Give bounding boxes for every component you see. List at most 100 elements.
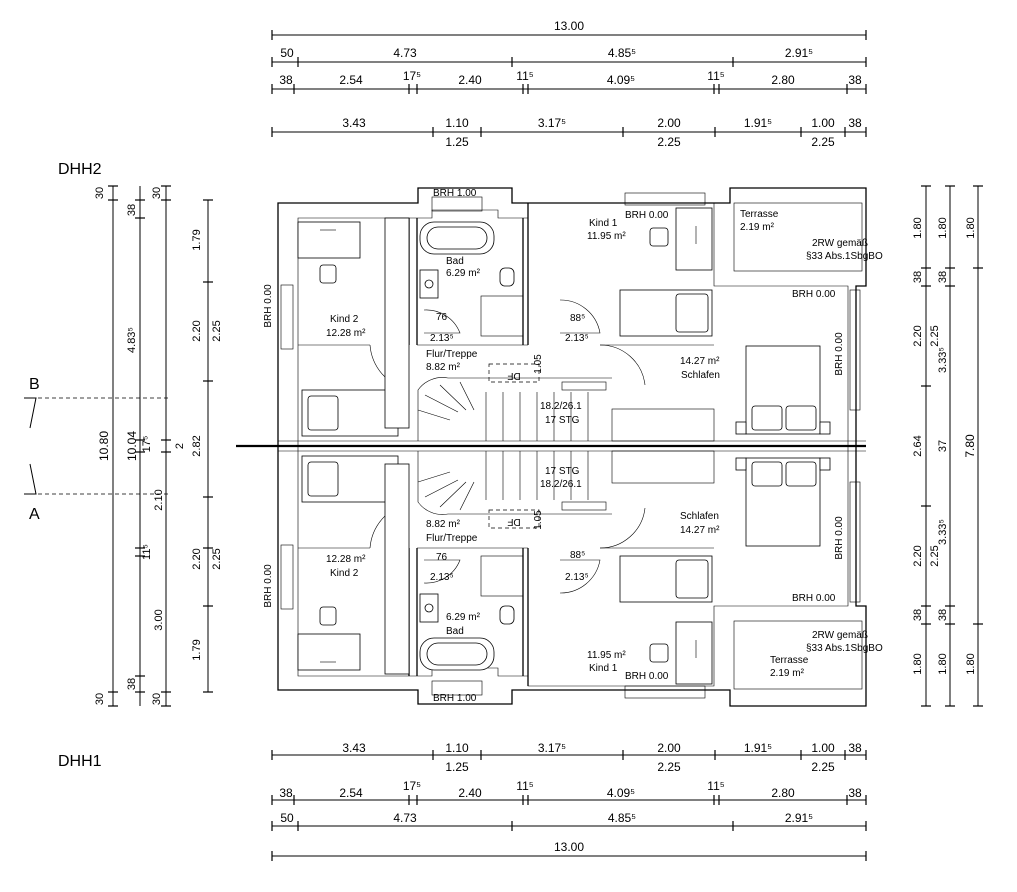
left-c3-1: 2 xyxy=(174,443,186,449)
top-r4u-1: 2.25 xyxy=(657,135,681,149)
kind1-top-area: 11.95 m² xyxy=(587,231,626,242)
top-r4-1: 1.10 xyxy=(445,116,469,130)
right-c2-3: 2.25 xyxy=(929,545,941,566)
right-c2-1: 38 xyxy=(937,271,949,283)
bot-r3-1: 4.73 xyxy=(393,811,417,825)
left-c2-1: 4.83⁵ xyxy=(126,327,138,353)
left-c2-2: 17⁵ xyxy=(141,436,153,453)
kind2-top-area: 12.28 m² xyxy=(326,328,366,339)
stairs-top-ratio: 18.2/26.1 xyxy=(540,401,582,412)
right-c2-0: 1.80 xyxy=(937,217,949,238)
left-c2-3: 11⁵ xyxy=(141,544,153,560)
right-c4-0: 1.80 xyxy=(965,217,977,238)
top-r3-6: 11⁵ xyxy=(707,69,724,83)
right-c3-1: 37 xyxy=(937,440,949,452)
top-r3-2: 17⁵ xyxy=(403,69,421,83)
top-r2-2: 4.85⁵ xyxy=(608,46,636,60)
top-r4u-0: 1.25 xyxy=(445,135,469,149)
bottom-dimensions: 3.43 1.10 3.17⁵ 2.00 1.91⁵ 1.00 38 1.25 … xyxy=(271,741,867,861)
top-r3-0: 38 xyxy=(279,73,293,87)
bot-r2-3: 2.40 xyxy=(458,786,482,800)
right-c1-5: 38 xyxy=(912,609,924,621)
section-b-arrow xyxy=(24,397,37,429)
brh-bot-kind2: BRH 0.00 xyxy=(263,564,274,608)
left-dimensions: DHH2 DHH1 30 10.80 30 38 4.83⁵ 10.04 17⁵… xyxy=(24,161,223,770)
top-r3-4: 11⁵ xyxy=(516,69,533,83)
stairs-bottom xyxy=(417,451,612,529)
left-c2-4: 3.00 xyxy=(153,609,165,630)
bot-r1u-2: 2.25 xyxy=(811,760,835,774)
flur-bot-area: 8.82 m² xyxy=(426,519,461,530)
bot-r1-6: 38 xyxy=(848,741,862,755)
left-c4-4: 2.20 xyxy=(191,548,203,569)
left-c4-3: 2.10 xyxy=(153,489,165,510)
stairs-bot-count: 17 STG xyxy=(545,466,580,477)
bot-r3-0: 50 xyxy=(280,811,294,825)
chair-icon xyxy=(649,643,669,663)
top-r3-7: 2.80 xyxy=(771,73,795,87)
left-c4-5: 1.79 xyxy=(191,639,203,660)
bot-r2-4: 11⁵ xyxy=(516,779,533,793)
left-c1-1: 30 xyxy=(94,693,106,705)
bad-top-name: Bad xyxy=(446,256,464,267)
door-height-top-left: 2.13⁵ xyxy=(430,333,454,344)
flur-top-area: 8.82 m² xyxy=(426,362,461,373)
left-c4-2: 2.82 xyxy=(191,435,203,456)
bot-r2-6: 11⁵ xyxy=(707,779,724,793)
right-c1-2: 2.20 xyxy=(912,325,924,346)
toilet-icon xyxy=(499,605,515,625)
bot-r2-8: 38 xyxy=(848,786,862,800)
brh-bot-kind1: BRH 0.00 xyxy=(625,671,669,682)
bot-r1-1: 1.10 xyxy=(445,741,469,755)
terrasse-bot-name: Terrasse xyxy=(770,655,809,666)
left-mid: 10.04 xyxy=(125,431,139,461)
right-c4-1: 1.80 xyxy=(965,653,977,674)
left-c3-0: 30 xyxy=(151,187,163,199)
bot-r1-5: 1.00 xyxy=(811,741,835,755)
furniture xyxy=(297,207,831,685)
right-c3-0: 3.33⁵ xyxy=(937,347,949,373)
top-overall-dim: 13.00 xyxy=(554,19,584,33)
room-labels: Kind 2 12.28 m² Bad 6.29 m² Kind 1 11.95… xyxy=(326,209,883,679)
right-dimensions: 1.80 38 2.20 2.64 2.20 38 1.80 1.80 38 2… xyxy=(912,185,983,707)
bot-r2-1: 2.54 xyxy=(339,786,363,800)
top-r2-0: 50 xyxy=(280,46,294,60)
door-height-bot-left: 2.13⁵ xyxy=(430,572,454,583)
dhh2-label: DHH2 xyxy=(58,161,102,178)
schlafen-top-area: 14.27 m² xyxy=(680,356,720,367)
left-c2-5: 38 xyxy=(126,678,138,690)
bot-r1-0: 3.43 xyxy=(342,741,366,755)
top-dimensions: 13.00 50 4.73 4.85⁵ 2.91⁵ 38 2.54 17⁵ 2.… xyxy=(271,19,867,149)
left-c3-2: 30 xyxy=(151,693,163,705)
top-r3-5: 4.09⁵ xyxy=(607,73,635,87)
left-c4-1: 2.20 xyxy=(191,320,203,341)
kind1-bot-area: 11.95 m² xyxy=(587,650,626,661)
toilet-icon xyxy=(499,267,515,287)
bot-overall-dim: 13.00 xyxy=(554,840,584,854)
bot-r2-5: 4.09⁵ xyxy=(607,786,635,800)
bot-r2-7: 2.80 xyxy=(771,786,795,800)
bot-r3-2: 4.85⁵ xyxy=(608,811,636,825)
flur-bot-name: Flur/Treppe xyxy=(426,533,478,544)
bot-r1-4: 1.91⁵ xyxy=(744,741,772,755)
plan-notes: BRH 1.00 BRH 0.00 BRH 0.00 BRH 0.00 BRH … xyxy=(263,188,845,704)
door-width-76-bot: 76 xyxy=(436,552,448,563)
left-c4-0: 1.79 xyxy=(191,229,203,250)
bot-r2-0: 38 xyxy=(279,786,293,800)
section-a-arrow xyxy=(24,463,37,495)
top-r2-3: 2.91⁵ xyxy=(785,46,813,60)
section-a-label: A xyxy=(29,506,40,523)
terrasse-top-area: 2.19 m² xyxy=(740,222,775,233)
kind1-top-name: Kind 1 xyxy=(589,218,618,229)
top-r4u-2: 2.25 xyxy=(811,135,835,149)
right-overall: 7.80 xyxy=(963,434,977,458)
right-c1-6: 1.80 xyxy=(912,653,924,674)
left-overall: 10.80 xyxy=(97,431,111,461)
brh-top-right: BRH 0.00 xyxy=(834,332,845,376)
top-r4-6: 38 xyxy=(848,116,862,130)
right-c2-2: 2.25 xyxy=(929,325,941,346)
left-c2-0: 38 xyxy=(126,204,138,216)
top-r4-2: 3.17⁵ xyxy=(538,116,566,130)
desk-icon xyxy=(675,207,713,271)
